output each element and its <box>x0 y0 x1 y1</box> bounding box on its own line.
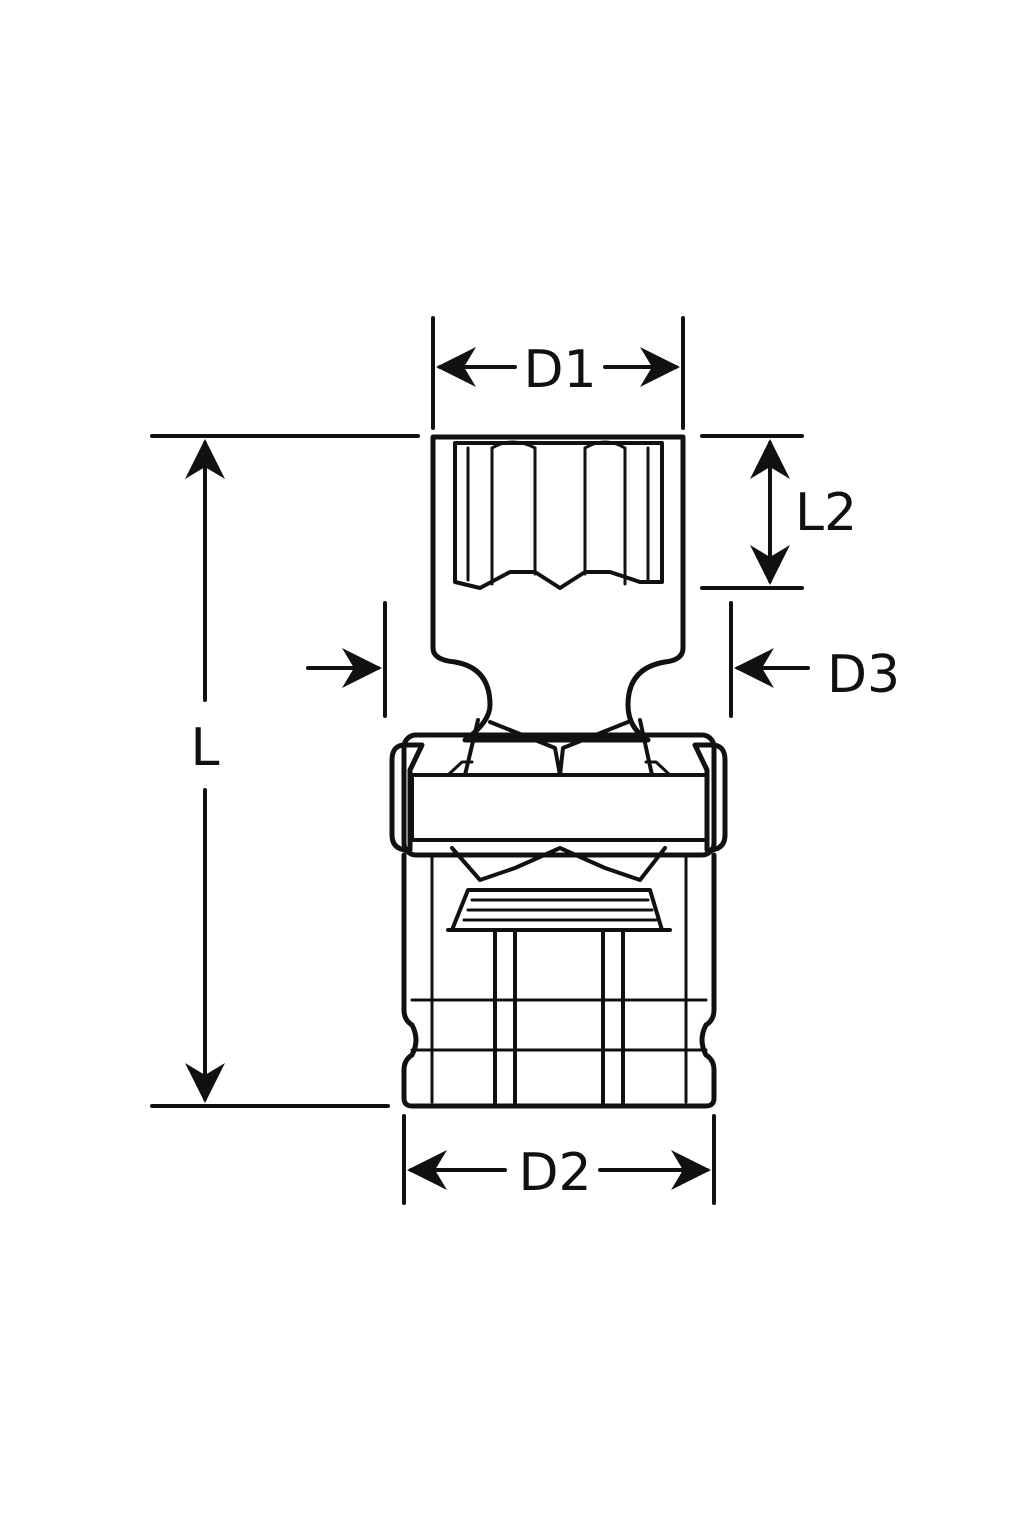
socket-outline <box>389 434 728 1109</box>
label-d2: D2 <box>518 1143 591 1203</box>
label-l2: L2 <box>795 483 857 543</box>
label-d1: D1 <box>523 340 596 400</box>
dimension-d3: D3 <box>306 601 900 718</box>
label-l: L <box>191 718 220 778</box>
label-d3: D3 <box>827 645 900 705</box>
dimension-l: L <box>150 434 420 1108</box>
dimension-l2: L2 <box>700 434 857 590</box>
dimension-d1: D1 <box>431 316 685 430</box>
dimension-d2: D2 <box>402 1114 716 1205</box>
